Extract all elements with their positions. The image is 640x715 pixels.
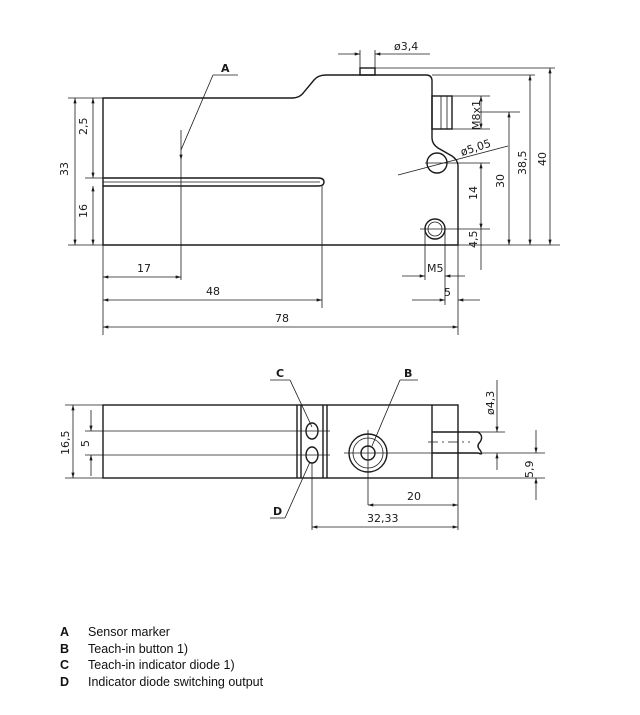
- sensor-body-bottom: [102, 404, 459, 479]
- label-d: D: [273, 505, 282, 518]
- dim-40: 40: [536, 152, 549, 166]
- marker-label-a: A: [221, 62, 230, 75]
- legend-key: B: [60, 641, 70, 656]
- m8-connector: [431, 95, 453, 130]
- dim-32-33: 32,33: [367, 512, 399, 525]
- legend-text: Sensor marker: [88, 625, 170, 640]
- dim-33: 33: [58, 162, 71, 176]
- top-nub: [359, 67, 376, 76]
- dim-2-5: 2,5: [77, 118, 90, 136]
- dim-d4-3: ø4,3: [484, 391, 497, 415]
- legend-text: Teach-in indicator diode 1): [88, 658, 235, 673]
- dim-16-5: 16,5: [59, 431, 72, 456]
- legend-item: D Indicator diode switching output: [60, 674, 263, 691]
- legend-item: C Teach-in indicator diode 1): [60, 657, 263, 674]
- legend-key: C: [60, 658, 70, 673]
- bottom-view: C B D 16,5 5 ø4,3 5,9 20 32,33: [59, 367, 545, 530]
- dim-5: 5: [444, 286, 451, 299]
- top-view: A 33 2,5 16 M8x1 14 4,5 30 38,5 40: [58, 40, 560, 335]
- sensor-slot: [103, 177, 325, 187]
- dim-4-5: 4,5: [467, 231, 480, 249]
- dim-14: 14: [467, 186, 480, 200]
- label-b: B: [404, 367, 412, 380]
- legend-text: Teach-in button 1): [88, 641, 189, 656]
- sensor-body-outline: [102, 74, 459, 246]
- dim-38-5: 38,5: [516, 151, 529, 176]
- legend-key: A: [60, 625, 70, 640]
- legend: A Sensor marker B Teach-in button 1) C Teac…: [60, 624, 263, 690]
- legend-key: D: [60, 674, 70, 689]
- legend-item: A Sensor marker: [60, 624, 263, 641]
- dim-d3-4: ø3,4: [394, 40, 418, 53]
- dim-30: 30: [494, 174, 507, 188]
- legend-text: Indicator diode switching output: [88, 674, 264, 689]
- legend-item: B Teach-in button 1): [60, 641, 263, 658]
- dim-16: 16: [77, 204, 90, 218]
- dim-m5: M5: [427, 262, 444, 275]
- dim-5-bottom: 5: [79, 440, 92, 447]
- dim-17: 17: [137, 262, 151, 275]
- label-c: C: [276, 367, 284, 380]
- dim-48: 48: [206, 285, 220, 298]
- dim-d5-05: ø5,05: [459, 137, 493, 159]
- dim-m8x1: M8x1: [470, 100, 483, 130]
- dim-78: 78: [275, 312, 289, 325]
- dim-20: 20: [407, 490, 421, 503]
- cable: [432, 431, 483, 455]
- dim-5-9: 5,9: [523, 461, 536, 479]
